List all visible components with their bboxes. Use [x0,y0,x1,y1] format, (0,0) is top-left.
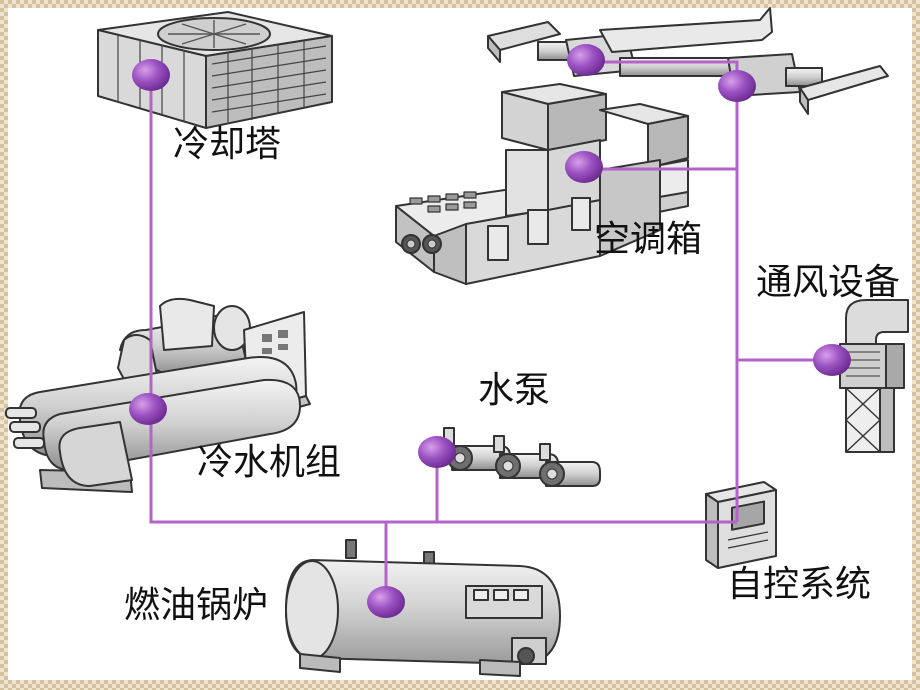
ventilation-label: 通风设备 [756,262,901,303]
ventilation-equipment-illustration [839,299,909,453]
pumps-illustration [443,427,601,487]
node-ahu-coil [565,151,603,183]
control-cabinet-illustration [705,481,777,569]
oil-boiler-illustration [285,539,561,677]
connection-nodes [129,44,851,618]
node-boiler [367,586,405,618]
pump-label: 水泵 [478,370,551,411]
chiller-illustration [5,297,311,493]
water-loop-line [149,75,737,524]
cooling-tower-label: 冷却塔 [173,124,282,165]
node-ahu-duct-left [567,44,605,76]
node-chiller [129,393,167,425]
ahu-label: 空调箱 [594,219,703,260]
chiller-label: 冷水机组 [197,442,342,483]
node-ventilation [813,344,851,376]
boiler-label: 燃油锅炉 [124,585,269,626]
node-pump [418,436,456,468]
control-system-label: 自控系统 [727,564,872,605]
node-ahu-duct-right [718,70,756,102]
ahu-branch-line [586,60,739,522]
connection-lines [149,60,832,600]
node-cooling-tower [132,59,170,91]
